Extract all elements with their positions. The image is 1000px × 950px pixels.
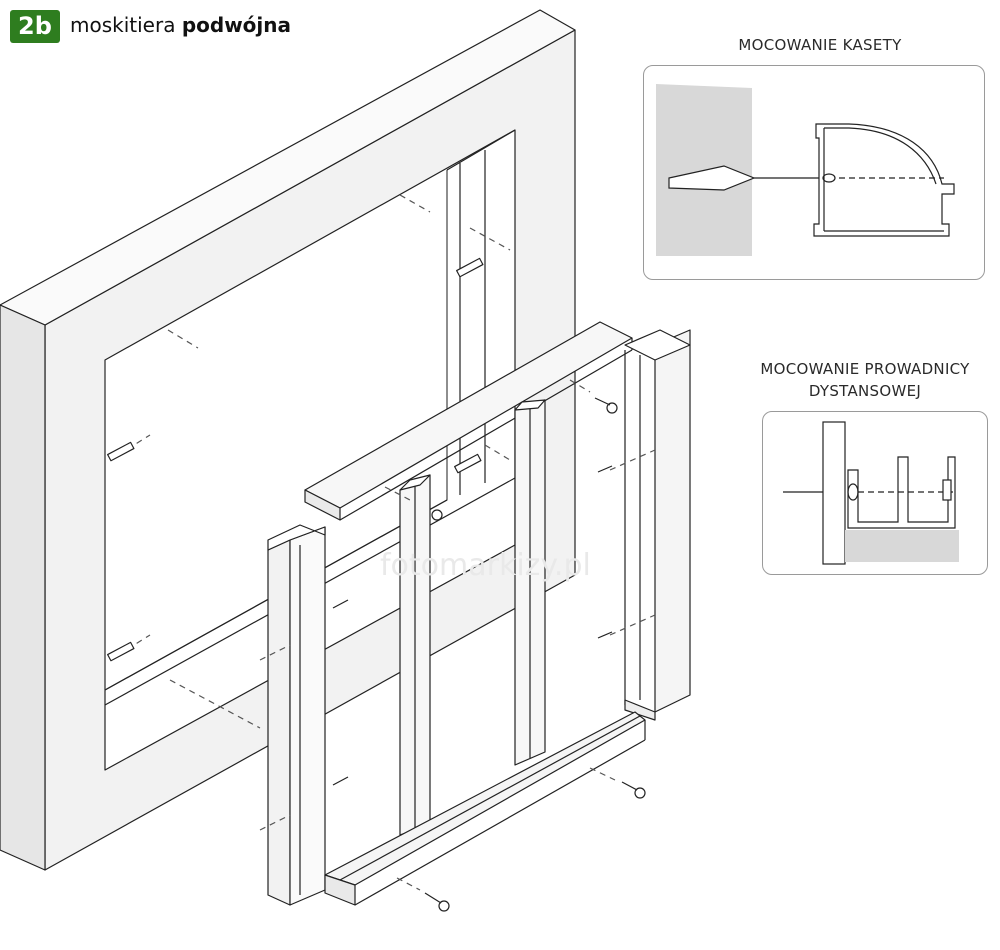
wall-plug xyxy=(668,165,756,191)
page-title: moskitiera podwójna xyxy=(70,13,291,37)
step-badge: 2b xyxy=(10,10,60,43)
cassette-mounting-panel xyxy=(643,65,985,280)
wall-side xyxy=(0,304,46,871)
left-guide-profile xyxy=(267,539,291,906)
guide-mounting-label: MOCOWANIE PROWADNICY DYSTANSOWEJ xyxy=(735,358,995,402)
cassette-mounting-label: MOCOWANIE KASETY xyxy=(738,36,902,54)
cassette-detail-drawing xyxy=(656,84,955,256)
title-prefix: moskitiera xyxy=(70,13,176,37)
guide-mounting-panel xyxy=(762,411,988,575)
guide-label-line2: DYSTANSOWEJ xyxy=(808,382,922,400)
guide-detail-drawing xyxy=(783,421,959,565)
title-bold: podwójna xyxy=(181,13,292,37)
watermark: fotomarkizy.pl xyxy=(380,548,591,583)
right-guide-profile xyxy=(654,329,691,713)
cassette-profile xyxy=(813,123,955,237)
guide-profile xyxy=(847,456,956,529)
bottom-guide-rail xyxy=(324,711,646,886)
guide-label-line1: MOCOWANIE PROWADNICY xyxy=(760,360,970,378)
frame-section xyxy=(822,421,846,565)
